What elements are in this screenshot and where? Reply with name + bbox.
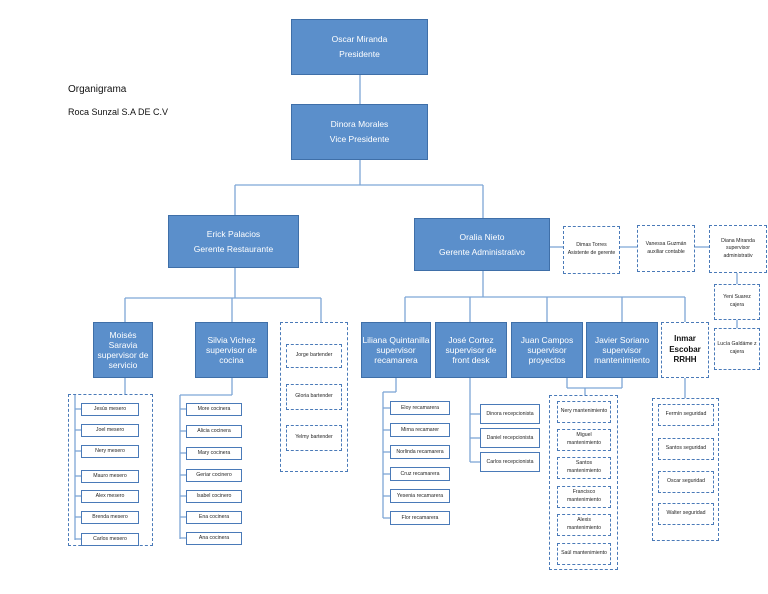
cashier-box: Lucía Galdáme z cajera	[714, 328, 760, 370]
waiter-box: Alex mesero	[81, 490, 139, 503]
admin-manager-box: Oralia Nieto Gerente Administrativo	[414, 218, 550, 271]
receptionist-box: Carlos recepcionista	[480, 452, 540, 472]
admin-manager-role: Gerente Administrativo	[439, 246, 525, 257]
maintenance-staff-box: Santos mantenimiento	[557, 457, 611, 479]
housekeeper-box: Flor recamarera	[390, 511, 450, 525]
hr-supervisor-label: Inmar Escobar RRHH	[669, 333, 701, 365]
cook-box: Geriar cocinero	[186, 469, 242, 482]
maintenance-staff-box: Saúl mantenimiento	[557, 543, 611, 565]
bartender-box: Yelmy bartender	[286, 425, 342, 451]
vice-president-role: Vice Presidente	[329, 134, 390, 144]
projects-supervisor-box: Juan Campos supervisor proyectos	[511, 322, 583, 378]
restaurant-manager-role: Gerente Restaurante	[193, 243, 274, 254]
waiter-box: Nery mesero	[81, 445, 139, 458]
cook-box: Alicia cocinera	[186, 425, 242, 438]
company-name: Roca Sunzal S.A DE C.V	[68, 107, 169, 117]
cook-box: Ana cocinera	[186, 532, 242, 545]
housekeeper-box: Yesenia recamarera	[390, 489, 450, 503]
housekeeper-box: Eloy recamarera	[390, 401, 450, 415]
maintenance-staff-box: Francisco mantenimiento	[557, 486, 611, 508]
cook-box: More cocinera	[186, 403, 242, 416]
waiter-box: Brenda mesero	[81, 511, 139, 524]
waiter-box: Joel mesero	[81, 424, 139, 437]
restaurant-manager-box: Erick Palacios Gerente Restaurante	[168, 215, 299, 268]
housekeeping-supervisor-box: Liliana Quintanilla supervisor recamarer…	[361, 322, 431, 378]
housekeeper-box: Norlinda recamarera	[390, 445, 450, 459]
hr-supervisor-box: Inmar Escobar RRHH	[661, 322, 709, 378]
bartender-box: Gloria bartender	[286, 384, 342, 410]
president-name: Oscar Miranda	[331, 34, 388, 45]
restaurant-manager-name: Erick Palacios	[206, 228, 261, 239]
receptionist-box: Daniel recepcionista	[480, 428, 540, 448]
maintenance-staff-box: Miguel mantenimiento	[557, 429, 611, 451]
security-staff-box: Santos seguridad	[658, 438, 714, 460]
cook-box: Isabel cocinero	[186, 490, 242, 503]
housekeeper-box: Mirna recamarer	[390, 423, 450, 437]
front-desk-supervisor-box: José Cortez supervisor de front desk	[435, 322, 507, 378]
security-staff-box: Oscar seguridad	[658, 471, 714, 493]
waiter-box: Mauro mesero	[81, 470, 139, 483]
vice-president-name: Dinora Morales	[330, 119, 389, 130]
admin-manager-name: Oralia Nieto	[459, 231, 505, 242]
cashier-box: Yeni Suarez cajera	[714, 284, 760, 320]
service-supervisor-box: Moisés Saravia supervisor de servicio	[93, 322, 153, 378]
assistant-box: Vanessa Guzmán auxiliar contable	[637, 225, 695, 272]
bartender-box: Jorge bartender	[286, 344, 342, 368]
maintenance-supervisor-box: Javier Soriano supervisor mantenimiento	[586, 322, 658, 378]
waiter-box: Carlos mesero	[81, 533, 139, 546]
assistant-box: Dimas Torres Asistente de gerente	[563, 226, 620, 274]
security-staff-box: Fermín seguridad	[658, 404, 714, 426]
president-box: Oscar Miranda Presidente	[291, 19, 428, 75]
maintenance-group	[549, 395, 618, 570]
maintenance-staff-box: Nery mantenimiento	[557, 401, 611, 423]
security-group	[652, 398, 719, 541]
maintenance-staff-box: Alexis mantenimiento	[557, 514, 611, 536]
vice-president-box: Dinora Morales Vice Presidente	[291, 104, 428, 160]
receptionist-box: Dinora recepcionista	[480, 404, 540, 424]
bar-group	[280, 322, 348, 472]
security-staff-box: Walter seguridad	[658, 503, 714, 525]
assistant-box: Diana Miranda supervisor administrativ	[709, 225, 767, 273]
kitchen-supervisor-box: Silvia Vichez supervisor de cocina	[195, 322, 268, 378]
chart-title: Organigrama	[68, 84, 127, 95]
cook-box: Mary cocinera	[186, 447, 242, 460]
cook-box: Ena cocinera	[186, 511, 242, 524]
housekeeper-box: Cruz recamarera	[390, 467, 450, 481]
president-role: Presidente	[339, 49, 380, 59]
waiter-box: Jesús mesero	[81, 403, 139, 416]
